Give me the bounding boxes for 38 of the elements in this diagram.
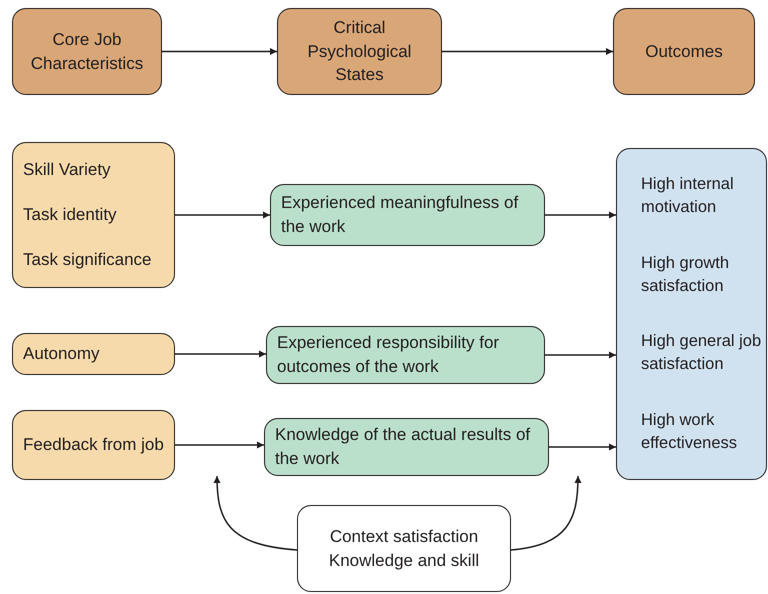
node-text: Context satisfaction — [330, 526, 478, 548]
node-text: Knowledge and skill — [328, 550, 480, 572]
node-text: Critical Psychological States — [306, 16, 412, 86]
characteristic-box — [12, 333, 175, 375]
state-box — [266, 326, 545, 384]
node-text: Knowledge of the actual results of the work — [275, 424, 532, 470]
arrow — [549, 444, 616, 450]
node-text: High work effectiveness — [641, 410, 738, 454]
arrow — [175, 212, 270, 218]
node-text: Experienced responsibility for outcomes of the work — [277, 332, 500, 378]
arrow — [162, 48, 277, 55]
node-text: Outcomes — [645, 40, 723, 63]
arrow — [442, 48, 613, 55]
node-text: High internal motivation — [641, 174, 735, 218]
node-text: Feedback from job — [23, 434, 164, 456]
arrow — [545, 352, 616, 358]
node-text: High growth satisfaction — [641, 252, 730, 297]
arrow — [175, 442, 264, 448]
header-box — [613, 8, 755, 95]
node-text: Skill Variety — [23, 158, 112, 181]
moderator-box — [297, 505, 511, 592]
header-box — [277, 8, 442, 95]
node-text: Task significance — [23, 249, 153, 272]
state-box — [270, 184, 545, 246]
state-box — [264, 418, 549, 476]
arrow — [214, 476, 298, 551]
node-text: High general job satisfaction — [641, 331, 762, 376]
node-text: Task identity — [23, 204, 118, 226]
node-text: Experienced meaningfulness of the work — [281, 192, 520, 238]
node-text: Core Job Characteristics — [30, 28, 144, 74]
node-text: Autonomy — [23, 343, 101, 366]
header-box — [12, 8, 162, 95]
characteristic-box — [12, 142, 175, 288]
characteristic-box — [12, 410, 175, 480]
outcomes-box — [616, 148, 767, 480]
arrow — [175, 350, 266, 358]
arrow — [545, 212, 616, 218]
arrow — [510, 476, 582, 551]
